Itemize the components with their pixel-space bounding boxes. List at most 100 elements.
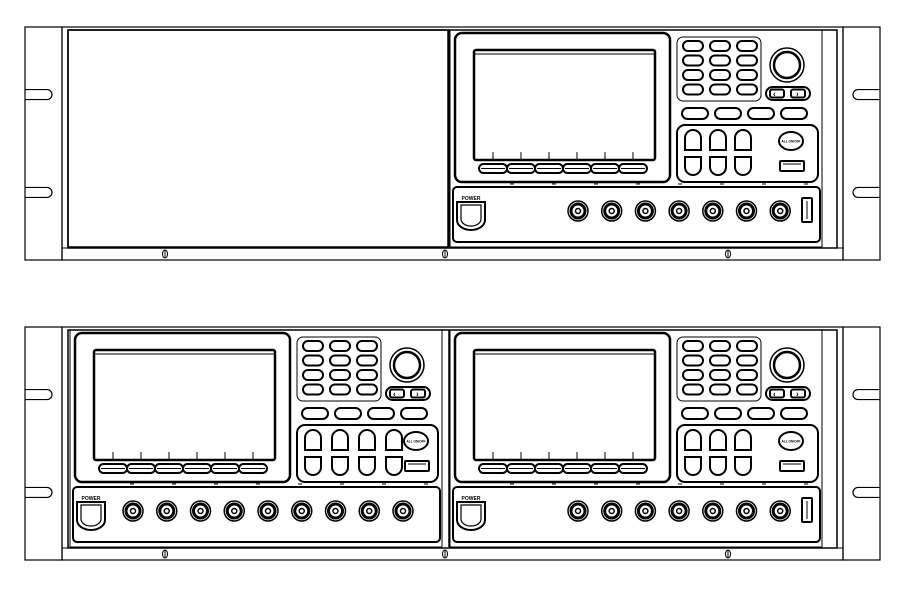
function-button[interactable] [301, 407, 329, 420]
channel-button-top[interactable] [358, 429, 376, 451]
keypad-button[interactable] [736, 340, 758, 352]
right-arrow-button[interactable] [790, 88, 806, 99]
usb-host-port[interactable] [801, 497, 813, 523]
channel-button-top[interactable] [734, 129, 752, 151]
output-terminal-jack[interactable] [156, 500, 178, 522]
channel-button-bottom[interactable] [385, 456, 403, 476]
left-arrow-button[interactable] [769, 388, 785, 399]
channel-button-top[interactable] [684, 429, 702, 451]
all-on-off-button[interactable] [778, 431, 804, 451]
keypad-button[interactable] [329, 340, 351, 352]
channel-button-top[interactable] [709, 129, 727, 151]
keypad-button[interactable] [736, 54, 758, 67]
keypad-button[interactable] [682, 83, 704, 96]
output-terminal-jack[interactable] [600, 200, 623, 222]
keypad-button[interactable] [736, 369, 758, 381]
right-arrow-button[interactable] [410, 388, 426, 399]
function-button[interactable] [780, 407, 808, 420]
softkey-button[interactable] [618, 163, 648, 174]
output-terminal-jack[interactable] [769, 500, 791, 522]
output-terminal-jack[interactable] [600, 500, 623, 522]
power-button[interactable] [456, 201, 486, 231]
output-terminal-jack[interactable] [702, 200, 724, 222]
function-button[interactable] [714, 107, 742, 120]
rotary-knob[interactable] [392, 350, 422, 380]
channel-button-bottom[interactable] [684, 156, 702, 176]
keypad-button[interactable] [736, 40, 758, 52]
rotary-knob-outer[interactable] [769, 47, 805, 83]
left-arrow-button[interactable] [389, 388, 405, 399]
function-button[interactable] [714, 407, 742, 420]
front-usb-port[interactable] [779, 160, 805, 172]
channel-button-bottom[interactable] [734, 456, 752, 476]
output-terminal-jack[interactable] [291, 500, 313, 522]
keypad-button[interactable] [709, 383, 731, 396]
keypad-button[interactable] [709, 340, 731, 352]
keypad-button[interactable] [302, 340, 324, 352]
output-terminal-jack[interactable] [769, 200, 791, 222]
channel-button-top[interactable] [709, 429, 727, 451]
keypad-button[interactable] [682, 54, 704, 67]
channel-button-bottom[interactable] [304, 456, 322, 476]
channel-button-bottom[interactable] [358, 456, 376, 476]
keypad-button[interactable] [356, 340, 378, 352]
channel-button-bottom[interactable] [709, 156, 727, 176]
function-button[interactable] [681, 407, 709, 420]
usb-host-port[interactable] [801, 197, 813, 223]
output-terminal-jack[interactable] [634, 500, 657, 522]
keypad-button[interactable] [736, 69, 758, 81]
keypad-button[interactable] [709, 54, 731, 67]
output-terminal-jack[interactable] [735, 500, 758, 522]
output-terminal-jack[interactable] [223, 500, 245, 522]
right-arrow-button[interactable] [790, 388, 806, 399]
rotary-knob-outer[interactable] [389, 347, 425, 383]
keypad-button[interactable] [356, 369, 378, 381]
function-button[interactable] [367, 407, 395, 420]
keypad-button[interactable] [682, 40, 704, 52]
output-terminal-jack[interactable] [567, 200, 589, 222]
power-button[interactable] [76, 501, 106, 531]
rotary-knob-outer[interactable] [769, 347, 805, 383]
keypad-button[interactable] [736, 354, 758, 367]
keypad-button[interactable] [682, 354, 704, 367]
channel-button-top[interactable] [385, 429, 403, 451]
left-arrow-button[interactable] [769, 88, 785, 99]
keypad-button[interactable] [709, 69, 731, 81]
keypad-button[interactable] [682, 369, 704, 381]
keypad-button[interactable] [682, 340, 704, 352]
output-terminal-jack[interactable] [358, 500, 380, 522]
keypad-button[interactable] [302, 354, 324, 367]
power-button[interactable] [456, 501, 486, 531]
keypad-button[interactable] [682, 69, 704, 81]
keypad-button[interactable] [329, 354, 351, 367]
softkey-button[interactable] [618, 463, 648, 474]
channel-button-top[interactable] [331, 429, 349, 451]
keypad-button[interactable] [329, 383, 351, 396]
keypad-button[interactable] [682, 383, 704, 396]
keypad-button[interactable] [302, 383, 324, 396]
output-terminal-jack[interactable] [735, 200, 758, 222]
function-button[interactable] [747, 107, 775, 120]
front-usb-port[interactable] [779, 460, 805, 472]
keypad-button[interactable] [302, 369, 324, 381]
output-terminal-jack[interactable] [392, 500, 414, 522]
channel-button-top[interactable] [734, 429, 752, 451]
channel-button-top[interactable] [684, 129, 702, 151]
output-terminal-jack[interactable] [257, 500, 279, 522]
keypad-button[interactable] [709, 40, 731, 52]
output-terminal-jack[interactable] [324, 500, 347, 522]
function-button[interactable] [334, 407, 362, 420]
output-terminal-jack[interactable] [702, 500, 724, 522]
channel-button-bottom[interactable] [331, 456, 349, 476]
keypad-button[interactable] [356, 354, 378, 367]
function-button[interactable] [780, 107, 808, 120]
output-terminal-jack[interactable] [668, 200, 690, 222]
output-terminal-jack[interactable] [567, 500, 589, 522]
softkey-button[interactable] [238, 463, 268, 474]
rotary-knob[interactable] [772, 350, 802, 380]
keypad-button[interactable] [356, 383, 378, 396]
front-usb-port[interactable] [404, 460, 430, 472]
function-button[interactable] [400, 407, 428, 420]
all-on-off-button[interactable] [403, 431, 429, 451]
keypad-button[interactable] [736, 383, 758, 396]
